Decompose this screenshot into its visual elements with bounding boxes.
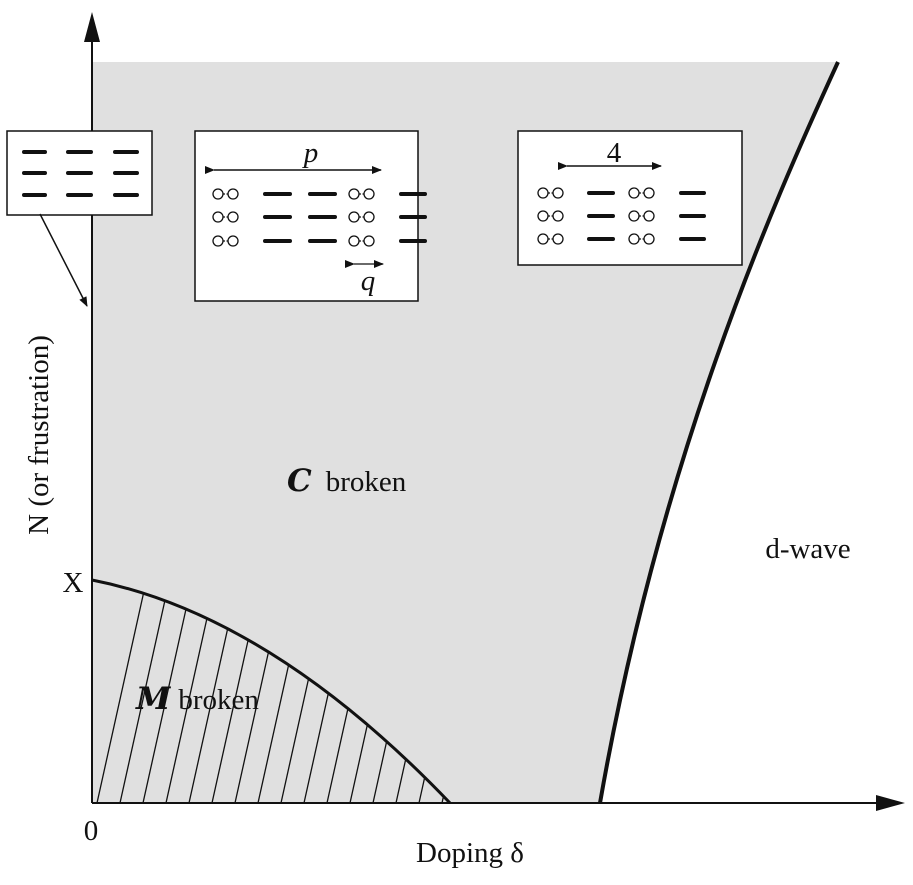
x-axis-label: Doping δ xyxy=(416,837,524,869)
m-symbol: M xyxy=(135,681,172,717)
dwave-boundary-line xyxy=(598,61,840,804)
inset-stripe-period-p: p q xyxy=(194,130,427,302)
c-broken-suffix: broken xyxy=(326,466,407,498)
hole-pair xyxy=(628,233,655,245)
y-axis-arrowhead xyxy=(84,12,100,42)
c-symbol: C xyxy=(287,463,312,499)
dwave-label: d-wave xyxy=(765,533,850,565)
inset-pointer-arrow xyxy=(39,213,88,307)
inset-stripe-period-4: 4 xyxy=(517,130,743,266)
period-4-label: 4 xyxy=(607,137,622,169)
hole-pair xyxy=(348,188,375,200)
hole-pair xyxy=(212,188,239,200)
hole-pair xyxy=(537,187,564,199)
hole-pair xyxy=(537,210,564,222)
hole-pair xyxy=(628,210,655,222)
x-tick-label: X xyxy=(63,567,84,599)
hatch-line xyxy=(96,580,153,803)
spacing-q-label: q xyxy=(361,265,376,297)
inset-columnar-dimers xyxy=(6,130,153,216)
hole-pair xyxy=(212,235,239,247)
hole-pair xyxy=(537,233,564,245)
m-broken-suffix: broken xyxy=(178,684,259,716)
y-axis-label: N (or frustration) xyxy=(23,335,55,535)
x-axis-arrowhead xyxy=(876,795,905,811)
period-p-label: p xyxy=(302,137,319,169)
origin-label: 0 xyxy=(84,815,99,847)
hole-pair xyxy=(628,187,655,199)
hole-pair xyxy=(348,211,375,223)
hole-pair xyxy=(212,211,239,223)
m-broken-boundary-line xyxy=(91,578,452,805)
hole-pair xyxy=(348,235,375,247)
